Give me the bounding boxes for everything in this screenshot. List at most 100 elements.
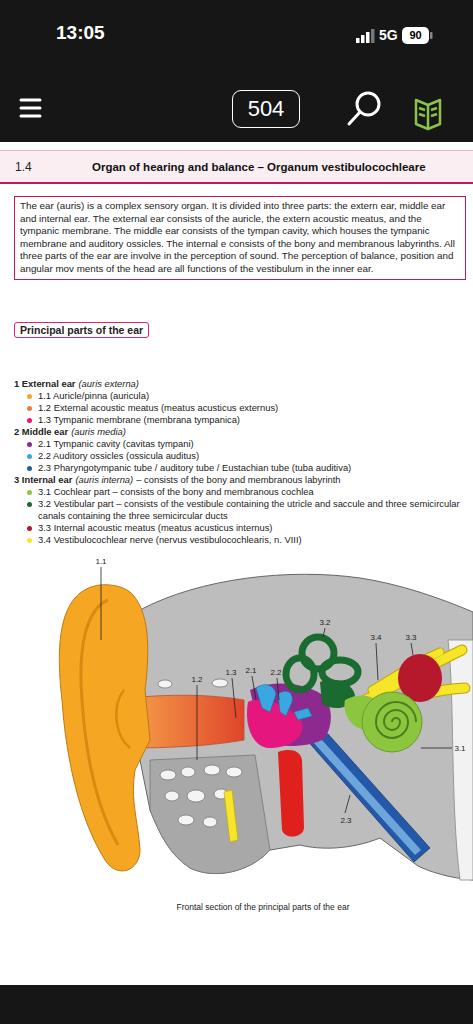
legend-row: 3.4 Vestibulocochlear nerve (nervus vest…	[27, 534, 466, 546]
book-icon	[419, 108, 437, 116]
list-heading-text: 2 Middle ear	[14, 426, 68, 437]
legend-swatch	[27, 394, 32, 399]
callout-number: 3.4	[370, 633, 381, 642]
legend-text: 1.1 Auricle/pinna (auricula)	[38, 390, 466, 402]
legend-swatch	[27, 454, 32, 459]
phone-chrome	[0, 0, 473, 142]
leader-line	[421, 748, 452, 749]
legend-text: 3.1 Cochlear part – consists of the bony…	[38, 486, 466, 498]
leader-line	[101, 567, 102, 640]
tympanic-membrane	[247, 700, 302, 748]
mastoid-cells	[160, 770, 176, 780]
intro-text: The ear (auris) is a complex sensory org…	[20, 200, 460, 276]
auricle	[59, 585, 150, 871]
phone-chrome	[366, 32, 370, 43]
leader-line	[323, 628, 325, 637]
mastoid-cells	[178, 815, 194, 825]
list-heading-text: 1 External ear	[14, 378, 76, 389]
legend-row: 2.3 Pharyngotympanic tube / auditory tub…	[27, 462, 466, 474]
list-heading-text: – consists of the bony and membranous la…	[136, 474, 340, 485]
auditory-ossicles	[256, 685, 276, 712]
legend-text: 3.4 Vestibulocochlear nerve (nervus vest…	[38, 534, 466, 546]
section-band: 1.4Organ of hearing and balance – Organu…	[0, 150, 473, 184]
legend-text: 3.2 Vestibular part – consists of the ve…	[38, 498, 466, 522]
leader-line	[252, 676, 256, 700]
legend-text: 1.2 External acoustic meatus (meatus acu…	[38, 402, 466, 414]
auricle	[116, 690, 130, 748]
callout-number: 2.3	[340, 816, 351, 825]
callout-number: 3.2	[319, 618, 330, 627]
legend-row: 3.2 Vestibular part – consists of the ve…	[27, 498, 466, 522]
battery-level: 90	[402, 27, 429, 44]
mastoid-cells	[212, 679, 228, 687]
list-heading-text: (auris media)	[71, 426, 126, 437]
network-type: 5G	[379, 27, 398, 43]
legend-swatch	[27, 466, 32, 471]
phone-chrome	[430, 32, 433, 39]
legend-row: 1.1 Auricle/pinna (auricula)	[27, 390, 466, 402]
callout-number: 1.2	[191, 675, 202, 684]
leader-line	[376, 643, 378, 680]
intro-box: The ear (auris) is a complex sensory org…	[14, 196, 466, 280]
legend-text: 3.3 Internal acoustic meatus (meatus acu…	[38, 522, 466, 534]
legend-swatch	[27, 442, 32, 447]
subheading-box: Principal parts of the ear	[14, 322, 149, 338]
auricle	[81, 600, 118, 845]
callout-number: 1.1	[95, 557, 106, 566]
auricle	[59, 585, 150, 871]
leader-line	[345, 795, 350, 813]
page-number: 504	[248, 96, 285, 122]
legend-swatch	[27, 526, 32, 531]
leader-line	[232, 678, 236, 718]
page-number-box: 504	[232, 90, 300, 128]
artery	[278, 750, 304, 837]
menu-icon	[21, 100, 40, 116]
legend-row: 2.2 Auditory ossicles (ossicula auditus)	[27, 450, 466, 462]
list-heading: 1 External ear(auris externa)	[14, 378, 466, 390]
cochlea-spiral	[376, 702, 416, 738]
section-title: Organ of hearing and balance – Organum v…	[92, 161, 426, 173]
legend-row: 2.1 Tympanic cavity (cavitas tympani)	[27, 438, 466, 450]
menu-icon	[21, 115, 40, 118]
list-heading-text: 3 Internal ear	[14, 474, 72, 485]
leader-line	[411, 643, 413, 655]
legend-row: 1.3 Tympanic membrane (membrana tympanic…	[27, 414, 466, 426]
cochlea	[362, 692, 422, 752]
mastoid-cells	[203, 817, 217, 827]
temporal-bone	[150, 755, 270, 874]
auditory-ossicles	[294, 708, 312, 720]
mastoid-cells	[165, 791, 179, 801]
legend-swatch	[27, 406, 32, 411]
auditory-ossicles	[278, 691, 292, 716]
eustachian-tube	[305, 734, 430, 862]
phone-chrome	[356, 38, 360, 43]
mastoid-cells	[187, 790, 205, 802]
phone-chrome	[371, 29, 375, 43]
callout-number: 1.3	[225, 668, 236, 677]
battery-icon	[402, 27, 429, 44]
legend-text: 2.3 Pharyngotympanic tube / auditory tub…	[38, 462, 466, 474]
phone-chrome	[361, 35, 365, 43]
legend-row: 3.1 Cochlear part – consists of the bony…	[27, 486, 466, 498]
callout-number: 2.2	[270, 668, 281, 677]
legend-swatch	[27, 418, 32, 423]
mastoid-cells	[158, 680, 172, 688]
search-icon	[349, 93, 379, 124]
leader-line	[101, 567, 452, 813]
figure-caption: Frontal section of the principal parts o…	[177, 902, 350, 912]
leader-line	[277, 678, 279, 700]
styloid-process	[224, 790, 238, 842]
book-icon	[416, 100, 440, 129]
legend-text: 1.3 Tympanic membrane (membrana tympanic…	[38, 414, 466, 426]
mastoid-cells	[226, 767, 242, 777]
semicircular-canals	[286, 658, 314, 690]
temporal-bone	[448, 640, 473, 880]
legend-text: 2.1 Tympanic cavity (cavitas tympani)	[38, 438, 466, 450]
list-heading-text: (auris externa)	[79, 378, 139, 389]
legend-swatch	[27, 538, 32, 543]
legend-text: 2.2 Auditory ossicles (ossicula auditus)	[38, 450, 466, 462]
list-heading: 3 Internal ear(auris interna)– consists …	[14, 474, 466, 486]
menu-icon	[21, 107, 40, 110]
legend-swatch	[27, 502, 32, 507]
